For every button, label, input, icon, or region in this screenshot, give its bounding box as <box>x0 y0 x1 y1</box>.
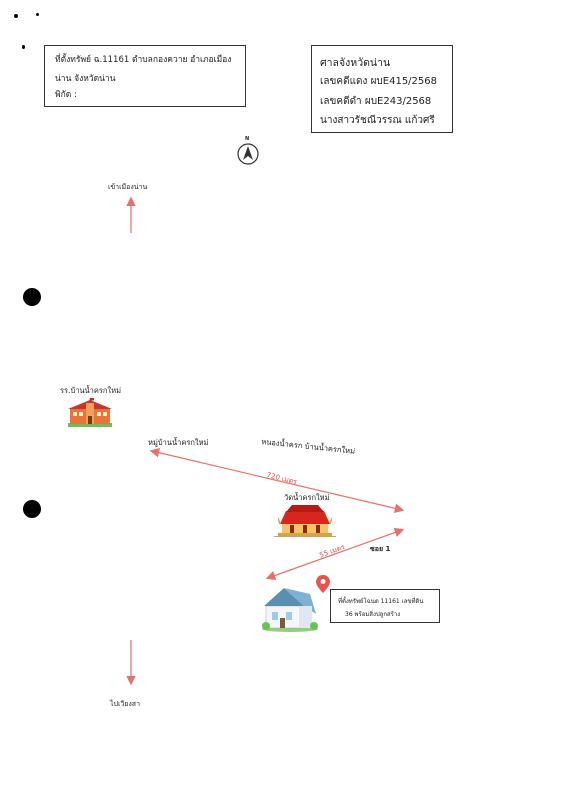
temple-label: วัดน้ำครกใหม่ <box>284 493 330 502</box>
court-name: ศาลจังหวัดน่าน <box>320 57 391 69</box>
property-location-line2: 36 พร้อมสิ่งปลูกสร้าง <box>345 611 401 618</box>
school-icon <box>68 398 112 427</box>
property-location-line1: ที่ตั้งทรัพย์โฉนด 11161 เลขที่ดิน <box>338 598 424 605</box>
red-case-number: เลขคดีแดง ผบE415/2568 <box>320 76 437 87</box>
property-house-icon <box>262 588 318 632</box>
compass: N <box>236 136 260 166</box>
property-location-box: ที่ตั้งทรัพย์โฉนด 11161 เลขที่ดิน 36 พร้… <box>330 589 440 623</box>
property-info-box: ที่ตั้งทรัพย์ ฉ.11161 ตำบลกองควาย อำเภอเ… <box>44 45 246 107</box>
road-label-north: เข้าเมืองน่าน <box>108 183 148 191</box>
compass-label: N <box>245 136 250 142</box>
temple-icon <box>278 505 332 536</box>
binder-hole <box>23 288 41 306</box>
property-info-line1: ที่ตั้งทรัพย์ ฉ.11161 ตำบลกองควาย อำเภอเ… <box>55 55 232 65</box>
route-720m <box>149 447 405 514</box>
property-info-line2: น่าน จังหวัดน่าน <box>55 74 116 84</box>
school-label: รร.บ้านน้ำครกใหม่ <box>60 386 122 395</box>
property-info-coordinates: พิกัด : <box>55 90 77 100</box>
temple-base-line <box>274 536 336 537</box>
north-arrow-icon <box>237 143 259 165</box>
binder-hole <box>23 500 41 518</box>
route-55m <box>265 527 405 581</box>
road-label-south: ไปเวียงสา <box>110 700 141 708</box>
soi-label: ซอย 1 <box>370 545 391 553</box>
scan-mark <box>14 14 18 18</box>
case-info-box: ศาลจังหวัดน่าน เลขคดีแดง ผบE415/2568 เลข… <box>311 45 453 133</box>
village-label: หมู่บ้านน้ำครกใหม่ <box>148 438 209 447</box>
scan-mark <box>36 13 39 16</box>
location-pin-icon <box>316 575 330 593</box>
owner-name: นางสาวรัชณีวรรณ แก้วศรี <box>320 115 435 126</box>
scan-mark <box>22 45 25 49</box>
black-case-number: เลขคดีดำ ผบE243/2568 <box>320 96 432 107</box>
